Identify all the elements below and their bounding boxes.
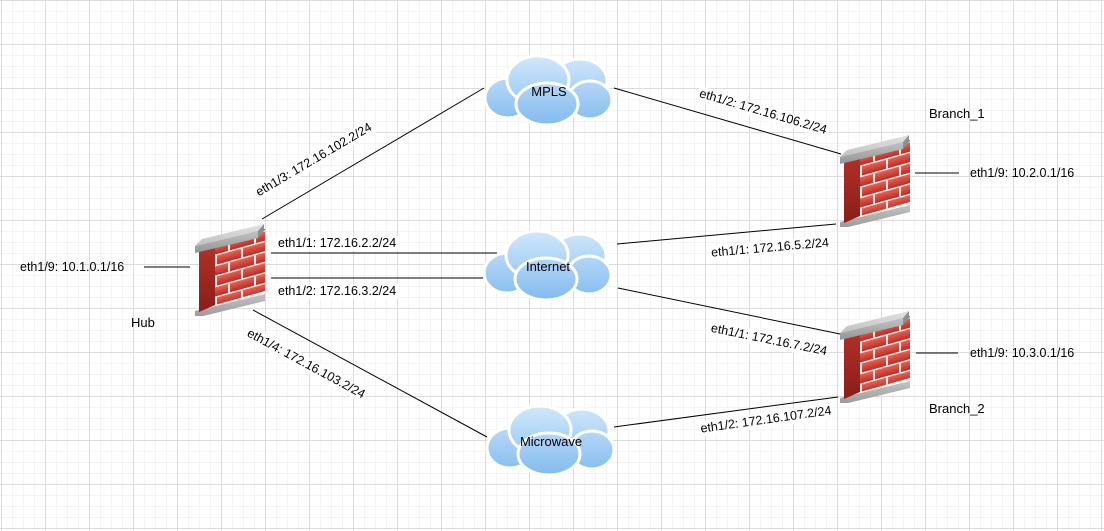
node-hub-firewall[interactable] — [190, 220, 268, 316]
edge-internet-branch1[interactable] — [616, 223, 837, 245]
mpls-cloud-label: MPLS — [531, 84, 567, 99]
edge-label-hub-internet-a[interactable]: eth1/1: 172.16.2.2/24 — [276, 236, 399, 251]
branch2-lan-label[interactable]: eth1/9: 10.3.0.1/16 — [970, 346, 1075, 360]
branch1-lan-label[interactable]: eth1/9: 10.2.0.1/16 — [970, 166, 1075, 180]
microwave-cloud-label: Microwave — [519, 434, 583, 449]
firewall-icon — [840, 311, 910, 403]
edge-microwave-branch2[interactable] — [613, 396, 839, 428]
node-microwave-cloud[interactable]: Microwave — [485, 401, 617, 479]
node-branch1-firewall[interactable] — [835, 131, 913, 227]
edge-hub-microwave[interactable] — [252, 309, 488, 438]
edge-label-hub-internet-b[interactable]: eth1/2: 172.16.3.2/24 — [276, 284, 399, 299]
internet-cloud-label: Internet — [525, 259, 571, 274]
hub-lan-label[interactable]: eth1/9: 10.1.0.1/16 — [20, 260, 125, 274]
edge-mpls-branch1[interactable] — [613, 87, 842, 155]
branch2-label[interactable]: Branch_2 — [929, 401, 985, 416]
node-internet-cloud[interactable]: Internet — [482, 226, 614, 304]
firewall-icon — [195, 224, 265, 316]
branch1-label[interactable]: Branch_1 — [929, 106, 985, 121]
node-branch2-firewall[interactable] — [835, 307, 913, 403]
hub-label[interactable]: Hub — [131, 315, 155, 330]
edge-internet-branch2[interactable] — [617, 287, 841, 335]
node-mpls-cloud[interactable]: MPLS — [483, 51, 615, 129]
firewall-icon — [840, 135, 910, 227]
edge-hub-mpls[interactable] — [261, 87, 485, 220]
